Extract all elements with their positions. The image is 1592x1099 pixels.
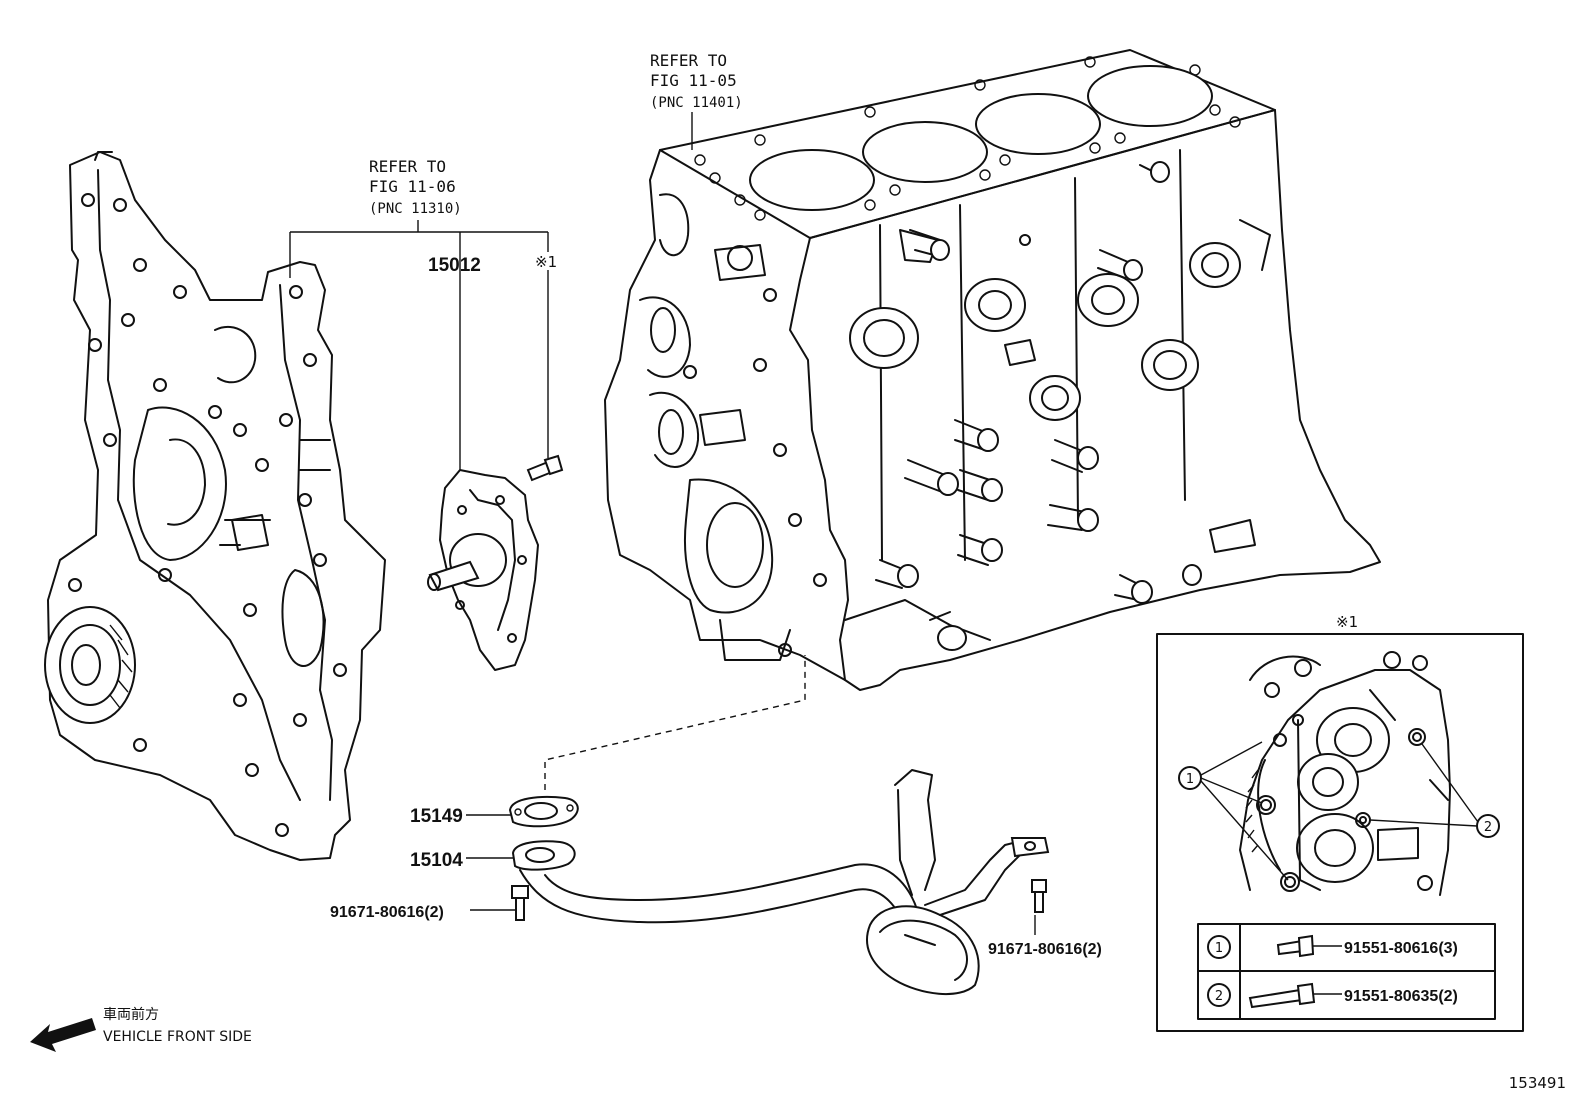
direction-en: VEHICLE FRONT SIDE [103,1029,252,1045]
part-bolt-right: 91671-80616(2) [988,941,1102,958]
ref-block-line2: FIG 11-05 [650,71,737,90]
ref-cover-line1: REFER TO [369,157,446,176]
figure-id: 153491 [1509,1074,1566,1092]
labels: REFER TO FIG 11-05 (PNC 11401) REFER TO … [103,51,1566,1092]
part-bolt-left: 91671-80616(2) [330,904,444,921]
part-15149: 15149 [410,806,463,827]
legend-num-1: 1 [1215,941,1223,956]
leader-lines [289,112,1036,935]
water-pump [427,469,539,671]
part-15104: 15104 [410,850,463,871]
legend-part-2: 91551-80635(2) [1344,988,1458,1005]
strainer-bolt-left [511,885,529,921]
vehicle-front-arrow-icon [30,1018,96,1052]
water-pump-bolt [526,454,564,482]
detail-inset [1156,633,1524,1032]
ref-block-line1: REFER TO [650,51,727,70]
legend-part-1: 91551-80616(3) [1344,940,1458,957]
part-15012: 15012 [428,255,481,276]
cylinder-block [604,49,1381,691]
strainer-bolt-right [1031,879,1047,913]
ref-block-line3: (PNC 11401) [650,95,743,111]
callout-1-label: 1 [1186,772,1194,787]
ref-cover-line2: FIG 11-06 [369,177,456,196]
note-mark: ※1 [535,253,557,271]
direction-jp: 車両前方 [103,1006,159,1023]
timing-chain-cover [44,151,386,861]
callout-2-label: 2 [1484,820,1492,835]
legend-num-2: 2 [1215,989,1223,1004]
ref-cover-line3: (PNC 11310) [369,201,462,217]
oil-strainer [511,769,1050,996]
detail-mark: ※1 [1336,613,1358,631]
gasket-15149 [508,795,579,828]
